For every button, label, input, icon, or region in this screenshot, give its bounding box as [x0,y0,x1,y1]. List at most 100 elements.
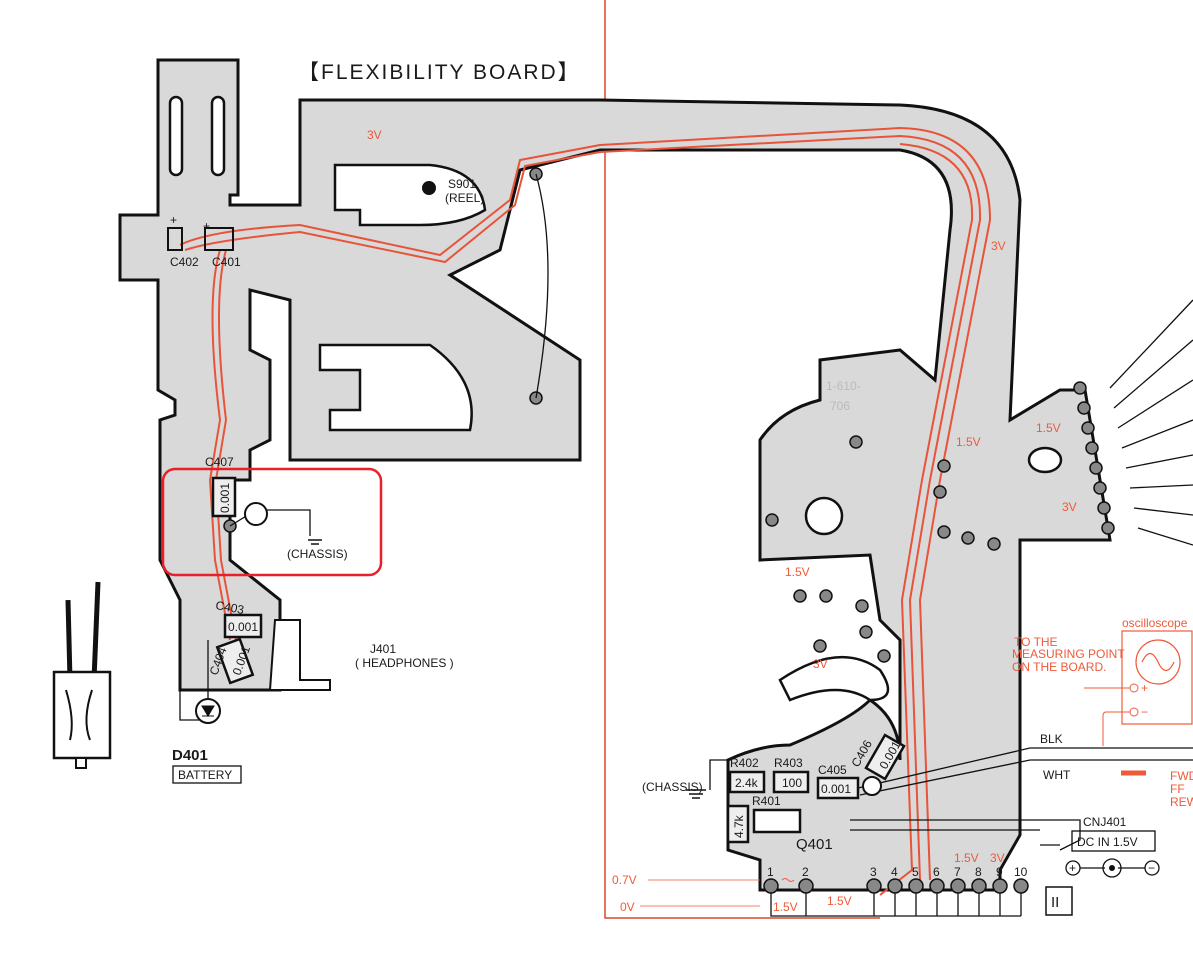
page-marker-box [1045,886,1073,916]
pin-label: 8 [975,865,982,879]
c401-capacitor [204,227,234,251]
ground-icon [686,789,706,799]
pin-label: 7 [954,865,961,879]
measure-note-line1: TO THE [1014,635,1058,649]
c407-capacitor [211,476,237,518]
voltage-label: 0.7V [612,873,637,887]
page-marker: II [1051,894,1059,911]
d401-ref: D401 [172,747,208,764]
wires [179,173,1193,917]
pin-label: 6 [933,865,940,879]
r401-resistor [726,804,750,844]
voltage-label: 1.5V [785,565,810,579]
s901-ref: S901 [448,177,476,191]
r403-value: 100 [782,776,802,790]
c404-capacitor [215,637,255,685]
voltage-label: 3V [813,657,828,671]
chassis-screw-icon [244,502,268,526]
voltage-label: 1.5V [954,851,979,865]
chassis-label-left: (CHASSIS) [287,547,348,561]
reel-switch-icon [422,181,436,195]
j401-name: ( HEADPHONES ) [355,656,454,670]
board-title: 【FLEXIBILITY BOARD】 [298,61,581,84]
voltage-label: 0V [620,900,635,914]
polarity-minus: − [1148,861,1155,875]
pin-label: 2 [802,865,809,879]
mount-hole [804,496,844,536]
pin-label: 4 [891,865,898,879]
slot-hole [210,95,226,177]
measure-note-line3: ON THE BOARD. [1012,660,1106,674]
c401-label: C401 [212,255,241,269]
cnj401-name: DC IN 1.5V [1077,835,1138,849]
voltage-label: 1.5V [773,900,798,914]
polarity-plus: + [1069,861,1076,875]
pin-label: 5 [912,865,919,879]
c401-plus: + [203,219,210,233]
j401-ref: J401 [370,642,396,656]
voltage-label: 1.5V [827,894,852,908]
c403-value: 0.001 [228,620,258,634]
pin-label: 3 [870,865,877,879]
c405-label: C405 [818,763,847,777]
cutout-hole [318,343,473,432]
oscilloscope-label: oscilloscope [1122,616,1188,630]
wht-wire-label: WHT [1043,768,1071,782]
r401-label: R401 [752,794,781,808]
red-traces [179,126,992,896]
pin-label: 1 [767,865,774,879]
scope-minus: − [1141,705,1148,719]
chassis-screw-icon [862,776,882,796]
q401-label: Q401 [796,836,833,853]
c406-capacitor [864,733,906,781]
c405-capacitor [816,776,860,800]
highlight-box-c407 [161,467,383,577]
voltage-label: 1.5V [1036,421,1061,435]
voltage-label: 3V [991,239,1006,253]
q401-transistor [752,808,802,834]
r403-resistor [772,770,810,794]
measure-note-line2: MEASURING POINT [1012,647,1125,661]
pin-label: 9 [996,865,1003,879]
c403-capacitor [223,613,263,639]
c407-value: 0.001 [218,483,232,513]
scope-plus: + [1141,681,1148,695]
plug-illustration [52,581,112,769]
d401-name: BATTERY [178,768,232,782]
c402-capacitor [167,227,183,251]
chassis-label-right: (CHASSIS) [642,780,703,794]
cnj401-ref: CNJ401 [1083,815,1127,829]
s901-name: (REEL) [445,191,484,205]
voltage-label: 3V [990,851,1005,865]
cutout-hole [778,655,890,702]
board-outline [118,58,1112,892]
board-number-line1: 1-610- [826,379,861,393]
c403-label: C403 [214,598,245,617]
oscilloscope-icon [1084,630,1193,746]
pin-label: 10 [1014,865,1028,879]
switch-area [333,163,487,227]
r401-value: 4.7k [732,814,746,838]
r402-resistor [728,770,766,794]
board-number-line2: 706 [830,399,850,413]
dc-in-box [1071,830,1156,852]
c405-value: 0.001 [821,782,851,796]
battery-box [172,765,242,784]
voltage-label: 3V [1062,500,1077,514]
c407-label: C407 [205,455,234,469]
voltage-label: 1.5V [956,435,981,449]
r402-value: 2.4k [735,776,759,790]
blk-wire-label: BLK [1040,732,1063,746]
page-divider-line [604,0,880,919]
mount-hole [1027,446,1063,474]
voltage-label: 3V [367,128,382,142]
diode-symbol-icon [201,705,215,717]
dc-polarity-icon [1065,858,1160,878]
slot-hole [168,95,184,177]
c402-plus: + [170,213,177,227]
mode-rew: REW [1170,795,1193,809]
r402-label: R402 [730,756,759,770]
mode-ff: FF [1170,782,1185,796]
